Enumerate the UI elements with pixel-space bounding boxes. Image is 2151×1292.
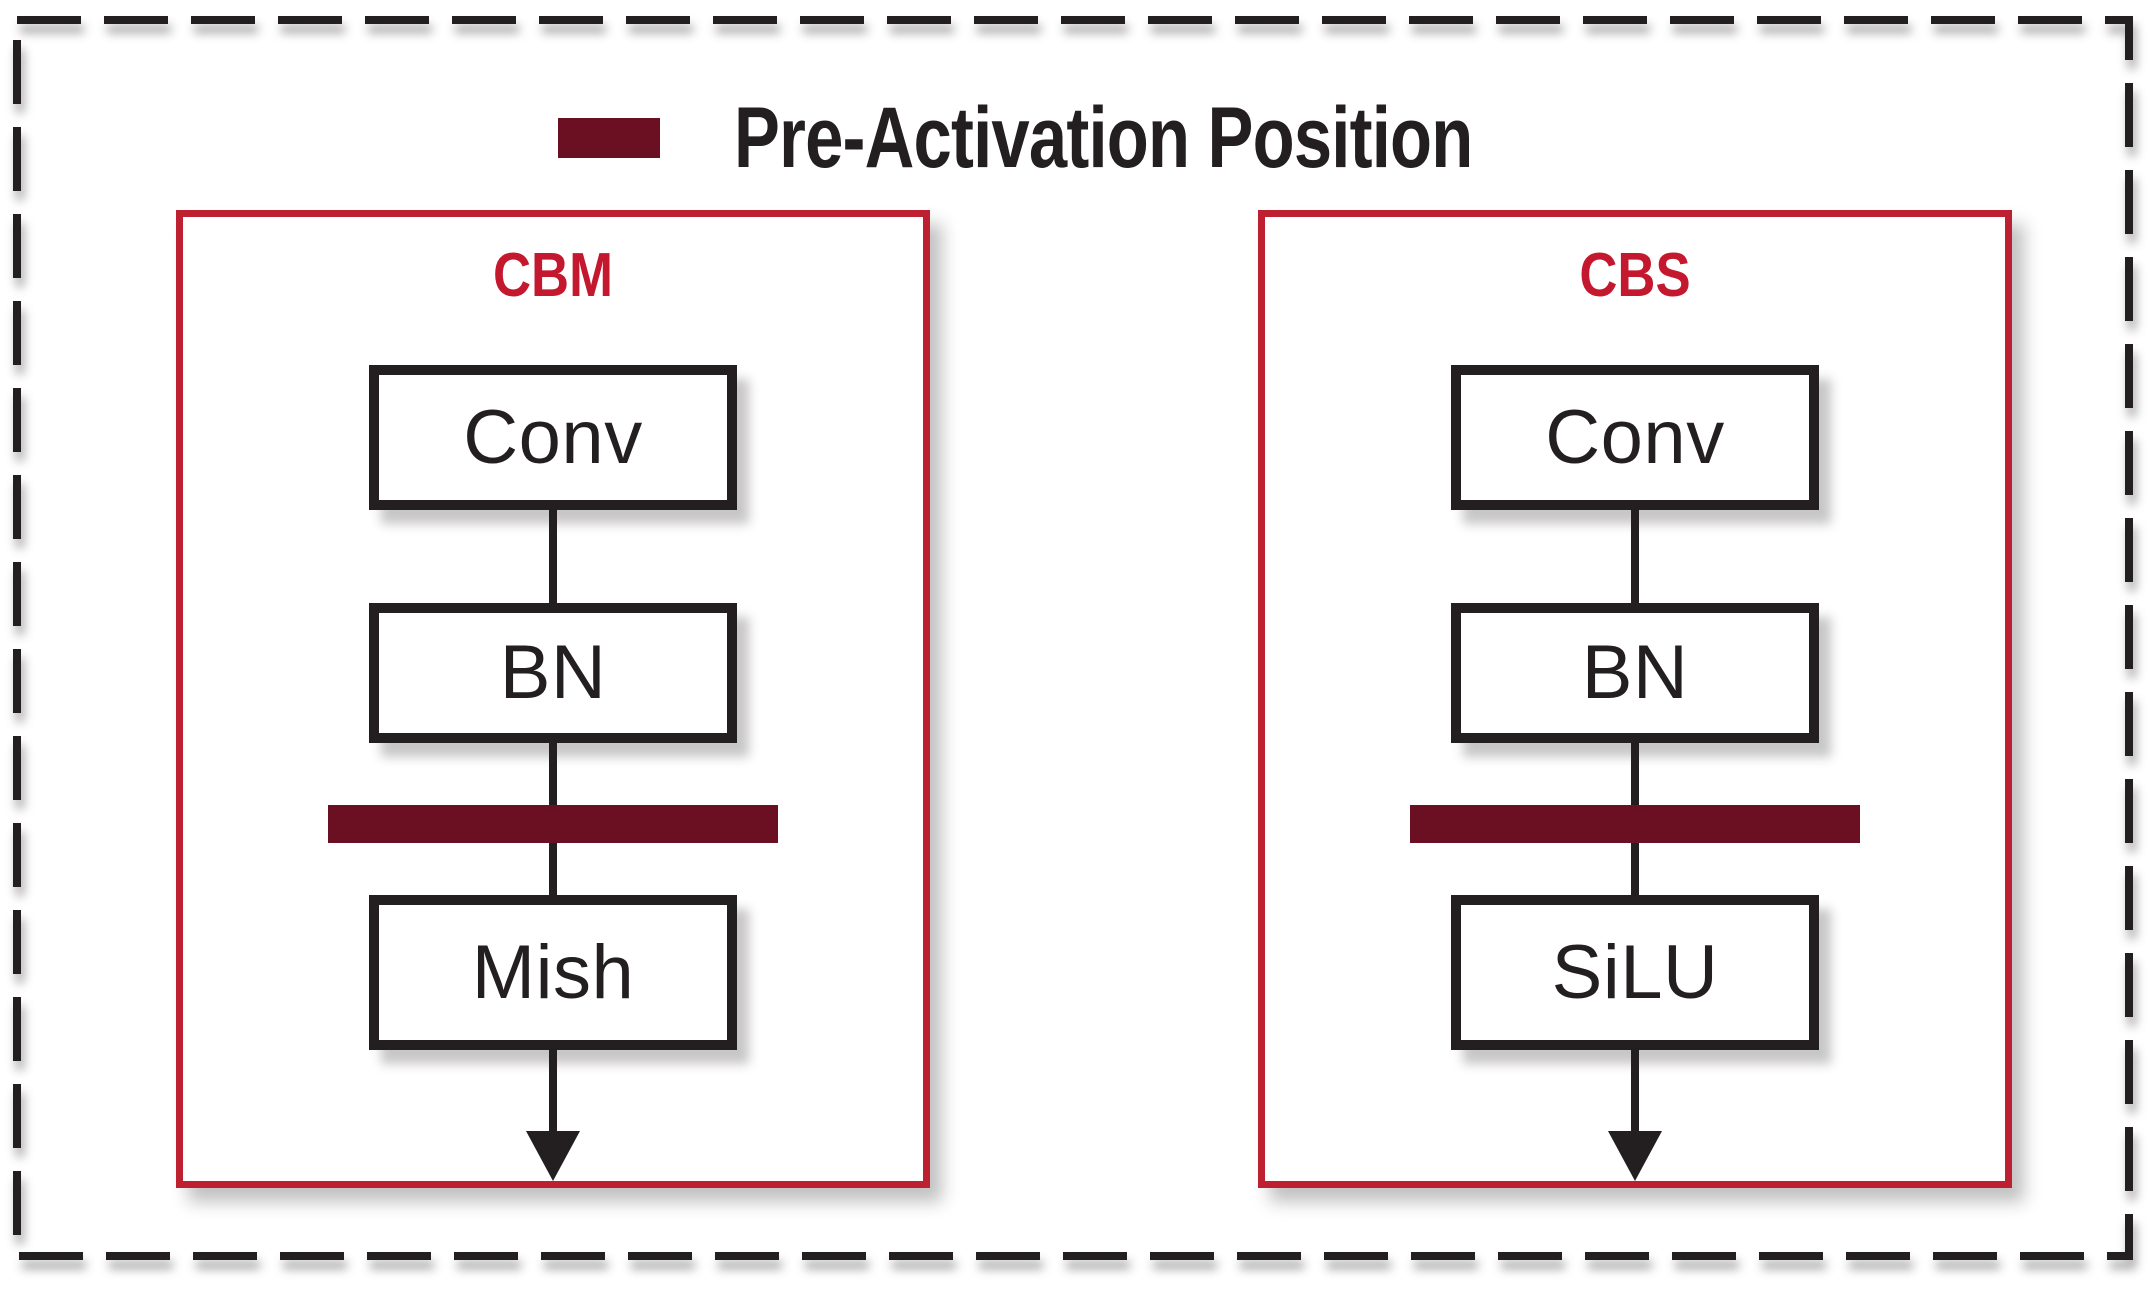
- connector-line: [1631, 1050, 1639, 1133]
- block-silu-label: SiLU: [1551, 929, 1719, 1015]
- block-conv: Conv: [369, 365, 737, 510]
- legend-swatch: [558, 118, 660, 158]
- block-bn: BN: [369, 603, 737, 743]
- panel-cbm: CBM Conv BN Mish: [176, 210, 930, 1188]
- down-arrow-icon: [526, 1131, 580, 1181]
- panel-cbs: CBS Conv BN SiLU: [1258, 210, 2012, 1188]
- block-bn-label: BN: [499, 630, 607, 715]
- block-conv-label: Conv: [463, 394, 643, 480]
- panel-cbm-title: CBM: [492, 241, 614, 310]
- dashed-border-rect: [13, 16, 2133, 1260]
- pre-activation-bar: [1410, 805, 1860, 843]
- pre-activation-bar: [328, 805, 778, 843]
- block-mish-label: Mish: [471, 929, 635, 1015]
- legend-label: Pre-Activation Position: [734, 90, 1473, 186]
- connector-line: [549, 510, 557, 603]
- panel-cbs-title: CBS: [1579, 241, 1691, 310]
- block-bn: BN: [1451, 603, 1819, 743]
- block-conv-label: Conv: [1545, 394, 1725, 480]
- down-arrow-icon: [1608, 1131, 1662, 1181]
- block-bn-label: BN: [1581, 630, 1689, 715]
- connector-line: [1631, 510, 1639, 603]
- legend: Pre-Activation Position: [558, 84, 1657, 192]
- block-silu: SiLU: [1451, 895, 1819, 1050]
- block-mish: Mish: [369, 895, 737, 1050]
- block-conv: Conv: [1451, 365, 1819, 510]
- connector-line: [549, 1050, 557, 1133]
